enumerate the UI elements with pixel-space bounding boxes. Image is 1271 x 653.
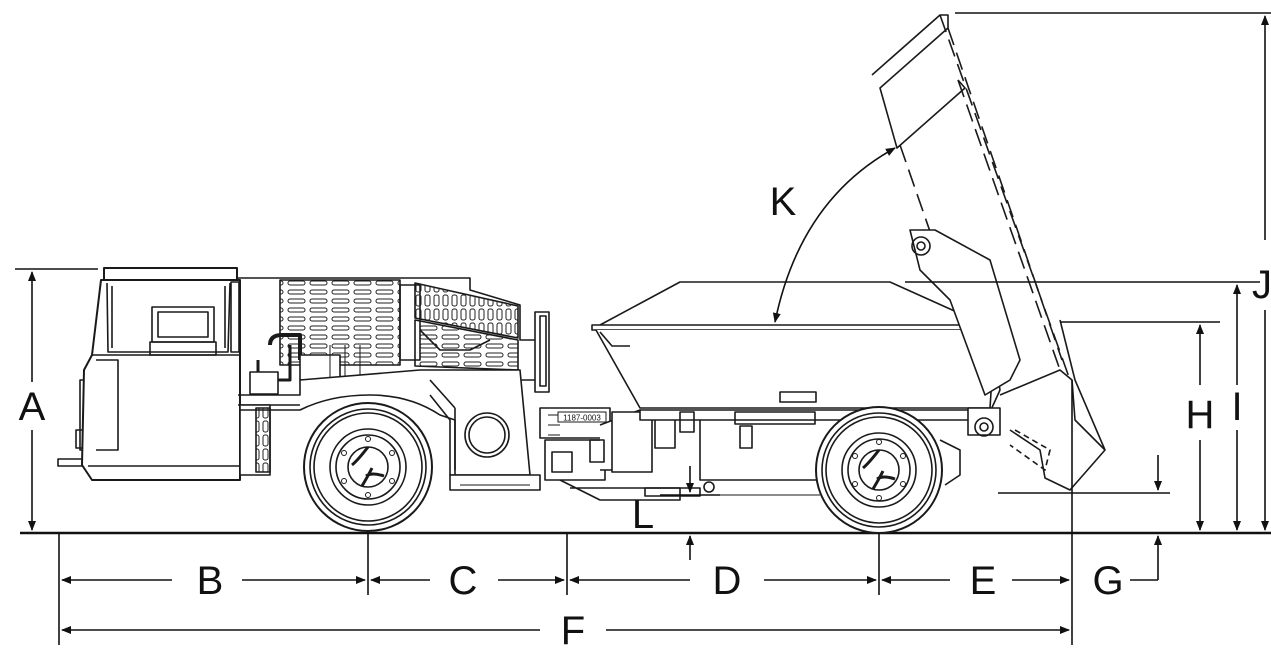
dim-label-f: F (561, 609, 585, 653)
operator-cab (81, 267, 241, 481)
front-wheel (303, 402, 433, 532)
front-frame (238, 369, 541, 491)
dim-label-g: G (1092, 559, 1123, 603)
articulation-joint: 1187-0003 (539, 407, 681, 501)
unit-badge: 1187-0003 (563, 414, 601, 423)
rear-wheel (815, 406, 943, 534)
dim-label-j: J (1252, 263, 1271, 307)
dim-label-d: D (713, 559, 742, 603)
dim-label-h: H (1186, 393, 1215, 437)
dim-label-k: K (770, 180, 797, 224)
dimension-lines (15, 12, 1271, 645)
raised-tray-outline (871, 14, 1106, 491)
dim-label-l: L (632, 493, 654, 537)
dim-label-e: E (970, 559, 997, 603)
dim-label-c: C (449, 559, 478, 603)
engine-compartment (238, 277, 550, 395)
truck-drawing: 1187-0003 (57, 14, 1106, 534)
dim-label-a: A (19, 385, 46, 429)
dim-label-i: I (1231, 385, 1242, 429)
dim-label-b: B (197, 559, 224, 603)
